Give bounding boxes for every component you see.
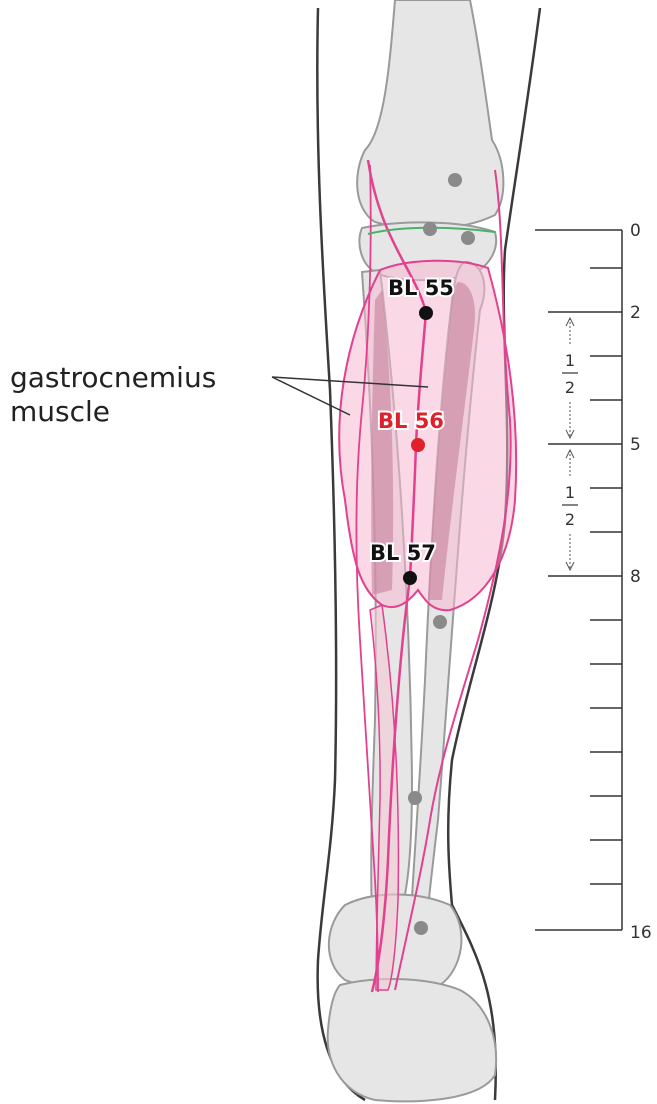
landmark-dot (423, 222, 437, 236)
landmark-dot (448, 173, 462, 187)
fraction-denominator: 2 (565, 510, 575, 529)
scale-label-16: 16 (630, 923, 652, 943)
scale-label-2: 2 (630, 303, 641, 323)
femur-bone (357, 0, 503, 229)
fraction-numerator: 1 (565, 483, 575, 502)
muscle-label-line2: muscle (10, 395, 110, 428)
bl57-point (403, 571, 417, 585)
scale-label-0: 0 (630, 221, 641, 241)
fraction-numerator: 1 (565, 351, 575, 370)
landmark-dot (433, 615, 447, 629)
pointer-line-lower (272, 377, 350, 415)
landmark-dot (461, 231, 475, 245)
bl57-label: BL 57 (370, 541, 436, 565)
bl55-label: BL 55 (388, 276, 454, 300)
scale-label-8: 8 (630, 567, 641, 587)
landmark-dot (414, 921, 428, 935)
fraction-denominator: 2 (565, 378, 575, 397)
measurement-scale: 0 2 5 8 16 1 2 1 2 (535, 221, 652, 943)
bl55-point (419, 306, 433, 320)
muscle-label-line1: gastrocnemius (10, 361, 216, 394)
calcaneus-bone (328, 979, 496, 1101)
bl56-label: BL 56 (378, 409, 444, 433)
landmark-dot (408, 791, 422, 805)
scale-label-5: 5 (630, 435, 641, 455)
bl56-point (411, 438, 425, 452)
